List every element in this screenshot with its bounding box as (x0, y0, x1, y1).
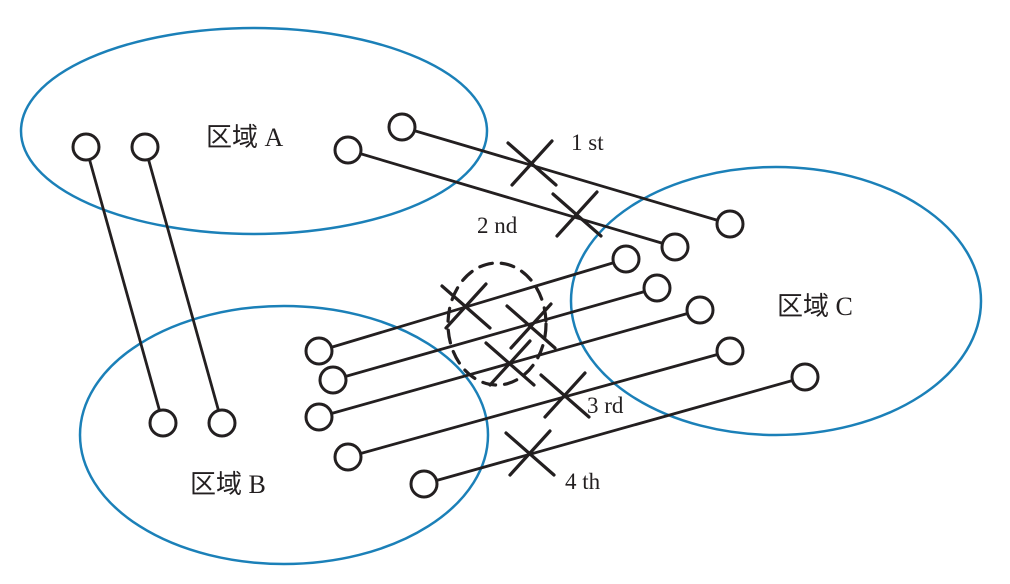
node-c6 (715, 336, 745, 366)
node-a1 (71, 132, 101, 162)
cross-3rd-label: 3 rd (587, 393, 624, 418)
region-a-ellipse (19, 26, 489, 236)
node-c4 (642, 273, 672, 303)
node-b6 (333, 442, 363, 472)
node-c7 (790, 362, 820, 392)
cross-group-1-stroke-2 (444, 282, 488, 330)
link-a4-c1 (400, 125, 732, 226)
cross-3rd-stroke-2 (543, 371, 587, 419)
link-a2-b2 (143, 145, 224, 425)
cross-group-3-x-mark-icon (484, 339, 536, 387)
node-b5 (304, 402, 334, 432)
region-c-label: 区域 C (777, 292, 853, 321)
cross-1st-x-mark-icon (506, 139, 558, 187)
link-b6-c6 (346, 349, 732, 459)
cross-2nd-label: 2 nd (477, 213, 518, 238)
cross-2nd-x-mark-icon (551, 190, 603, 238)
node-c3 (611, 244, 641, 274)
link-b7-c7 (422, 375, 807, 486)
cross-4th-label: 4 th (565, 469, 601, 494)
link-a1-b1 (84, 145, 165, 425)
region-b-ellipse (78, 304, 490, 566)
cross-4th-stroke-2 (508, 429, 552, 477)
node-b3 (304, 336, 334, 366)
node-c5 (685, 295, 715, 325)
node-c1 (715, 209, 745, 239)
cross-group-3-stroke-2 (488, 339, 532, 387)
node-a4 (387, 112, 417, 142)
cross-1st-stroke-2 (510, 139, 554, 187)
region-a-label: 区域 A (206, 123, 284, 152)
cross-group-1-x-mark-icon (440, 282, 492, 330)
cross-4th-x-mark-icon (504, 429, 556, 477)
node-b7 (409, 469, 439, 499)
node-c2 (660, 232, 690, 262)
link-b3-c3 (317, 257, 628, 353)
region-b-label: 区域 B (190, 470, 266, 499)
node-b4 (318, 365, 348, 395)
conflict-highlight-circle (446, 261, 548, 387)
cross-group-2-x-mark-icon (505, 302, 557, 350)
cross-2nd-stroke-2 (555, 190, 599, 238)
cross-3rd-x-mark-icon (539, 371, 591, 419)
link-a3-c2 (346, 148, 677, 249)
cross-1st-label: 1 st (571, 130, 604, 155)
node-b2 (207, 408, 237, 438)
node-a2 (130, 132, 160, 162)
link-b4-c4 (331, 286, 659, 382)
cross-group-2-stroke-2 (509, 302, 553, 350)
region-c-ellipse (569, 165, 983, 437)
node-a3 (333, 135, 363, 165)
node-b1 (148, 408, 178, 438)
